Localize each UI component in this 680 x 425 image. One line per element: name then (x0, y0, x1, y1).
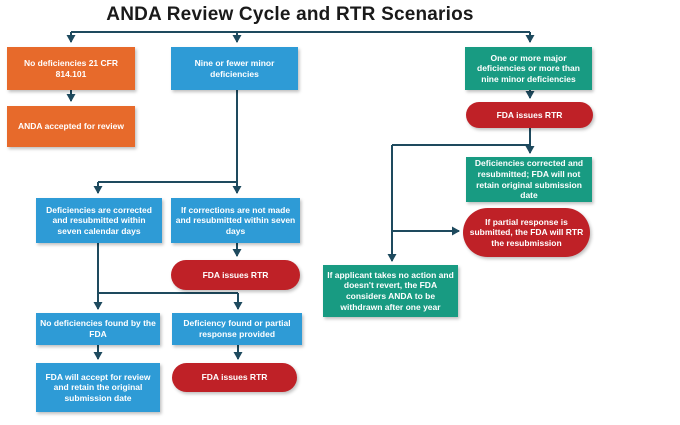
node-deficiencies-corrected-seven-days: Deficiencies are corrected and resubmitt… (36, 198, 162, 243)
node-no-action-withdrawn: If applicant takes no action and doesn't… (323, 265, 458, 317)
node-fda-accept-retain-date: FDA will accept for review and retain th… (36, 363, 160, 412)
diagram-title: ANDA Review Cycle and RTR Scenarios (106, 4, 474, 25)
node-nine-or-fewer-minor-deficiencies: Nine or fewer minor deficiencies (171, 47, 298, 90)
node-partial-response-rtr: If partial response is submitted, the FD… (463, 208, 590, 257)
node-fda-issues-rtr-right: FDA issues RTR (466, 102, 593, 128)
node-anda-accepted-for-review: ANDA accepted for review (7, 106, 135, 147)
node-fda-issues-rtr-bottom: FDA issues RTR (172, 363, 297, 392)
node-deficiency-found-partial-response: Deficiency found or partial response pro… (172, 313, 302, 345)
node-no-deficiencies-found: No deficiencies found by the FDA (36, 313, 160, 345)
node-corrected-no-retain-date: Deficiencies corrected and resubmitted; … (466, 157, 592, 202)
node-no-deficiencies: No deficiencies 21 CFR 814.101 (7, 47, 135, 90)
node-corrections-not-made-seven-days: If corrections are not made and resubmit… (171, 198, 300, 243)
node-major-deficiencies: One or more major deficiencies or more t… (465, 47, 592, 90)
node-fda-issues-rtr-middle: FDA issues RTR (171, 260, 300, 290)
